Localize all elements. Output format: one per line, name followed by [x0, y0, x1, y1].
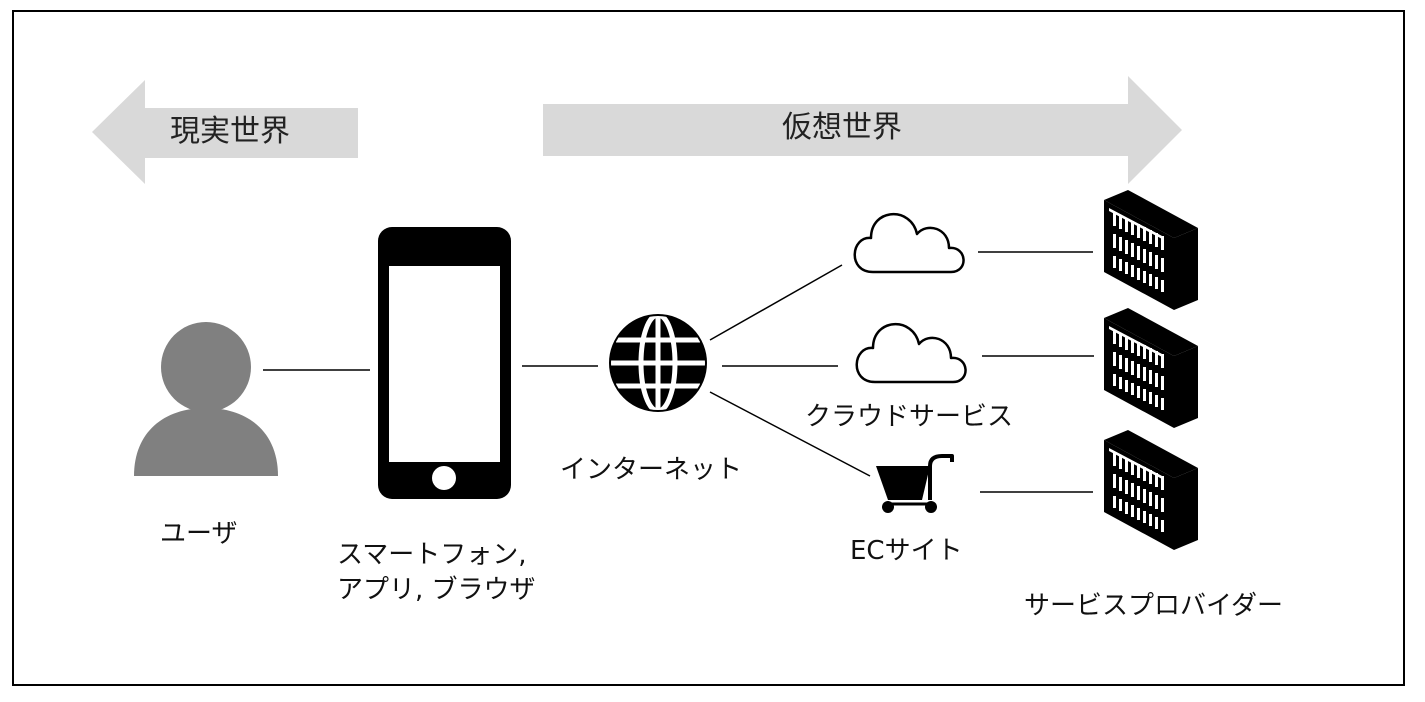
- cloud-service-label: クラウドサービス: [805, 402, 1014, 432]
- server-building-icon: [1104, 430, 1198, 550]
- line-internet-cloud1: [709, 264, 843, 341]
- real-world-arrow: [92, 80, 358, 184]
- device-label-line1: スマートフォン,: [337, 540, 527, 570]
- line-internet-ec: [709, 391, 871, 477]
- cloud-icon: [855, 322, 967, 384]
- real-world-label: 現実世界: [170, 114, 290, 149]
- virtual-world-label: 仮想世界: [782, 110, 902, 145]
- service-provider-label: サービスプロバイダー: [1024, 591, 1283, 621]
- smartphone-icon: [378, 227, 511, 499]
- internet-label: インターネット: [560, 455, 743, 485]
- globe-icon: [609, 312, 707, 414]
- server-building-icon: [1104, 190, 1198, 310]
- device-label-line2: アプリ, ブラウザ: [337, 575, 536, 605]
- shopping-cart-icon: [876, 454, 954, 513]
- server-building-icon: [1104, 308, 1198, 428]
- virtual-world-arrow: [543, 76, 1182, 184]
- cloud-icon: [853, 212, 965, 274]
- person-icon: [134, 322, 278, 476]
- ec-site-label: ECサイト: [850, 536, 963, 566]
- user-label: ユーザ: [160, 519, 238, 549]
